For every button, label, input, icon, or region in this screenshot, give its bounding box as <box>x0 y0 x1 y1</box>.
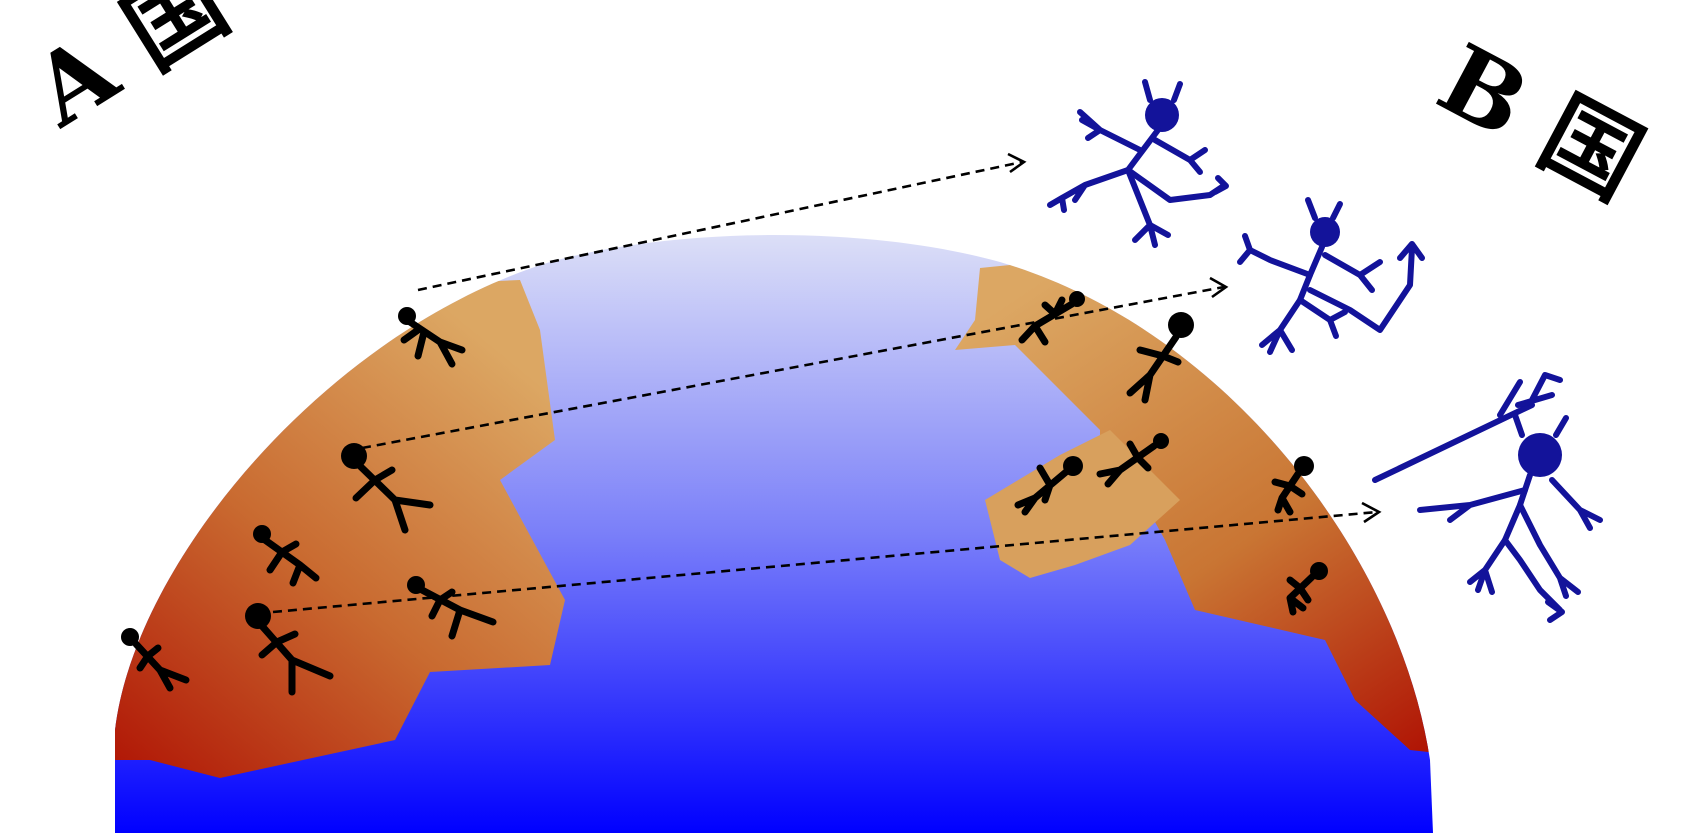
person-icon-a4 <box>407 576 497 640</box>
person-icon-a5 <box>245 603 334 696</box>
person-icon-b2 <box>1126 312 1194 404</box>
person-icon-b4 <box>1096 433 1169 488</box>
devil-icon-2 <box>1237 197 1425 355</box>
person-icon-b5 <box>1271 456 1314 516</box>
person-icon-a2 <box>341 443 434 534</box>
continent-b-peninsula <box>985 430 1180 578</box>
arrow-line-3 <box>272 510 1378 614</box>
arrow-line-1 <box>417 160 1023 292</box>
person-icon-b6 <box>1286 562 1328 616</box>
arrow-line-2 <box>361 285 1225 450</box>
arrow-head-3 <box>1361 501 1382 524</box>
person-icon-b3 <box>1014 456 1083 516</box>
person-icon-b1 <box>1018 291 1085 346</box>
devil-icon-1 <box>1047 79 1229 248</box>
person-icon-a6 <box>121 628 190 692</box>
migration-arrows <box>272 152 1382 614</box>
devil-icon-3 <box>1372 372 1603 623</box>
person-icon-a1 <box>398 307 466 368</box>
person-icon-a3 <box>253 525 320 587</box>
arrow-head-2 <box>1209 276 1229 299</box>
arrow-head-1 <box>1007 152 1027 174</box>
